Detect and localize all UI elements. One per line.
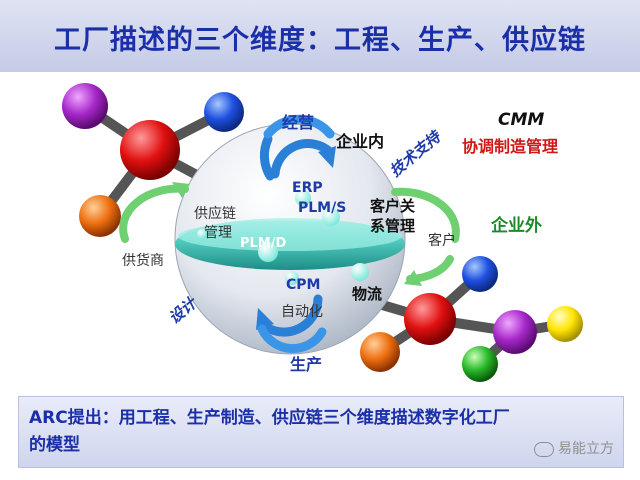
description-box: ARC提出：用工程、生产制造、供应链三个维度描述数字化工厂 的模型 — [18, 396, 624, 468]
wechat-icon — [534, 441, 554, 457]
label-cmm: CMM — [498, 110, 545, 130]
label-scm-line1: 供应链 — [194, 206, 236, 222]
label-operations: 经营 — [282, 113, 315, 132]
description-line1: ARC提出：用工程、生产制造、供应链三个维度描述数字化工厂 — [29, 408, 510, 428]
page-title: 工厂描述的三个维度：工程、生产、供应链 — [54, 25, 586, 56]
label-logistics: 物流 — [352, 285, 383, 303]
watermark-text: 易能立方 — [558, 441, 614, 457]
label-enterprise-inner: 企业内 — [336, 132, 385, 151]
label-customer: 客户 — [428, 233, 456, 249]
description-line2: 的模型 — [29, 435, 80, 455]
molecule-left — [62, 83, 244, 237]
label-plmd: PLM/D — [240, 236, 287, 251]
dimension-diagram — [62, 83, 583, 382]
label-supplier: 供货商 — [122, 253, 164, 269]
label-crm-line2: 系管理 — [370, 217, 416, 235]
label-crm-line1: 客户关 — [370, 197, 416, 215]
label-cmm-desc: 协调制造管理 — [462, 137, 559, 156]
watermark: 易能立方 — [534, 438, 614, 458]
central-sphere — [174, 123, 406, 355]
label-scm-line2: 管理 — [204, 225, 232, 241]
label-plms: PLM/S — [298, 200, 347, 216]
system-nodes — [197, 190, 369, 285]
label-erp: ERP — [292, 180, 323, 196]
label-enterprise-outer: 企业外 — [491, 216, 542, 236]
label-automation: 自动化 — [281, 304, 323, 320]
description-text: ARC提出：用工程、生产制造、供应链三个维度描述数字化工厂 的模型 — [29, 405, 614, 459]
label-production: 生产 — [290, 355, 323, 374]
title-bar: 工厂描述的三个维度：工程、生产、供应链 — [0, 0, 640, 74]
label-cpm: CPM — [286, 277, 321, 293]
flow-arrows — [119, 114, 460, 354]
